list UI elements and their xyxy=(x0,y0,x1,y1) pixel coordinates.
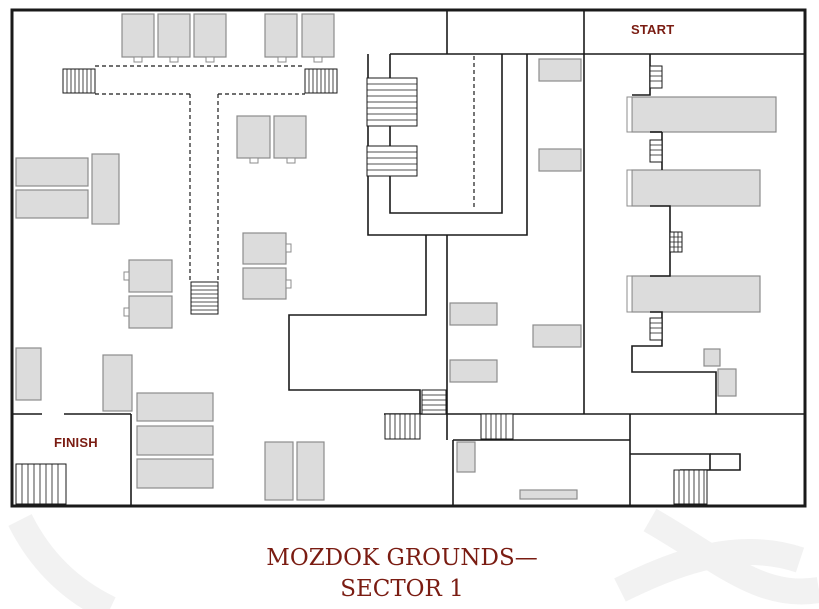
outer-wall xyxy=(10,8,807,508)
stairs xyxy=(15,65,708,505)
dashed-walkway xyxy=(95,56,475,282)
finish-label: FINISH xyxy=(54,435,98,450)
crate-notches xyxy=(123,56,633,317)
start-label: START xyxy=(631,22,675,37)
map-title: MOZDOK GROUNDS— xyxy=(266,545,538,571)
stair-treads xyxy=(21,69,705,504)
map-subtitle: SECTOR 1 xyxy=(340,576,464,602)
background-swirls xyxy=(8,508,819,609)
crates xyxy=(15,13,777,501)
